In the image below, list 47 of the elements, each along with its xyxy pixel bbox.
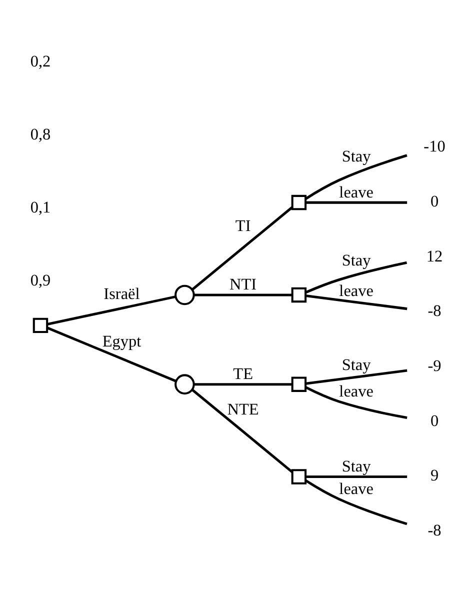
edge-label: Israël [103, 284, 140, 303]
edge-label: TI [234, 216, 250, 235]
edge-label: NTE [226, 400, 258, 419]
connector [46, 326, 176, 382]
node-text: 0 [430, 412, 438, 430]
connector [194, 294, 292, 296]
node-circle [174, 284, 194, 306]
connector [304, 154, 407, 200]
connector [191, 206, 293, 290]
node-text: -8 [427, 521, 441, 540]
connector [46, 295, 176, 326]
node-circle [174, 374, 194, 394]
connector [191, 388, 293, 474]
label: 0,9 [30, 272, 50, 290]
connector [194, 383, 292, 386]
edge-label: leave [338, 282, 373, 300]
label: 0,1 [30, 198, 50, 217]
connector [305, 369, 407, 385]
node-box [32, 318, 48, 334]
edge-label: Stay [341, 148, 370, 166]
node-box [290, 376, 306, 392]
edge-label: leave [338, 183, 373, 202]
connector [305, 201, 407, 204]
edge-label: Stay [341, 457, 370, 476]
edge-label: TE [232, 365, 253, 384]
connector [305, 294, 407, 310]
label: 0,2 [30, 52, 50, 70]
edge-label: leave [338, 480, 373, 498]
edge-label: leave [338, 382, 373, 400]
node-text: 0 [430, 192, 438, 210]
connector [305, 475, 407, 478]
node-text: -10 [423, 138, 445, 156]
label: 0,8 [30, 125, 50, 144]
node-box [290, 287, 306, 303]
node-box [290, 469, 306, 484]
node-text: -9 [427, 356, 441, 375]
connector [304, 479, 407, 526]
node-text: 12 [426, 247, 442, 266]
node-text: 9 [430, 466, 438, 485]
node-text: -8 [427, 302, 441, 320]
connector [304, 386, 407, 419]
edge-label: Stay [341, 356, 370, 374]
edge-label: NTI [229, 276, 256, 294]
node-box [290, 194, 306, 210]
edge-label: Egypt [102, 332, 141, 351]
connector [304, 261, 407, 294]
edge-label: Stay [341, 251, 370, 270]
